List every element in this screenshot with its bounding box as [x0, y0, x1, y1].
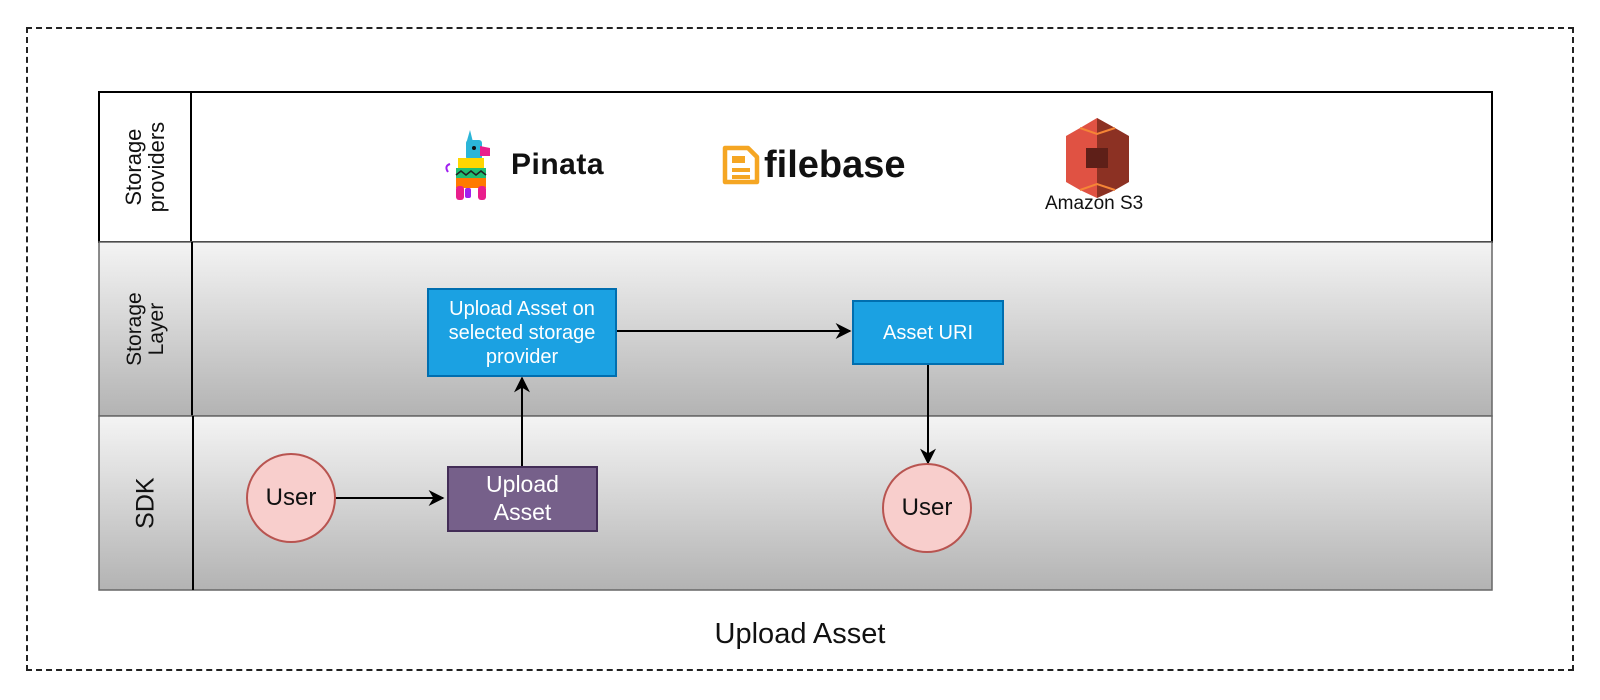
- lane-title-sdk: SDK: [131, 477, 160, 529]
- lane-title-storage-layer: Storage Layer: [122, 292, 168, 366]
- filebase-wordmark: filebase: [764, 144, 906, 186]
- lane-title-providers: Storage providers: [120, 121, 170, 213]
- diagram-caption: Upload Asset: [714, 618, 886, 650]
- user-start-node: User: [246, 453, 336, 543]
- amazon-s3-logo-icon: [1066, 118, 1129, 198]
- lane-sdk: [98, 415, 1493, 591]
- pinata-logo-icon: [445, 130, 490, 200]
- pinata-wordmark: Pinata: [511, 148, 605, 181]
- upload-on-provider-box: Upload Asset on selected storage provide…: [427, 288, 617, 377]
- diagram-boundary: [26, 27, 1574, 671]
- amazon-s3-label: Amazon S3: [1045, 193, 1144, 214]
- filebase-logo-icon: [722, 145, 760, 185]
- asset-uri-box: Asset URI: [852, 300, 1004, 365]
- lane-storage-layer: [98, 241, 1493, 417]
- upload-asset-box: Upload Asset: [447, 466, 598, 532]
- lane-providers: [98, 91, 1493, 243]
- user-end-node: User: [882, 463, 972, 553]
